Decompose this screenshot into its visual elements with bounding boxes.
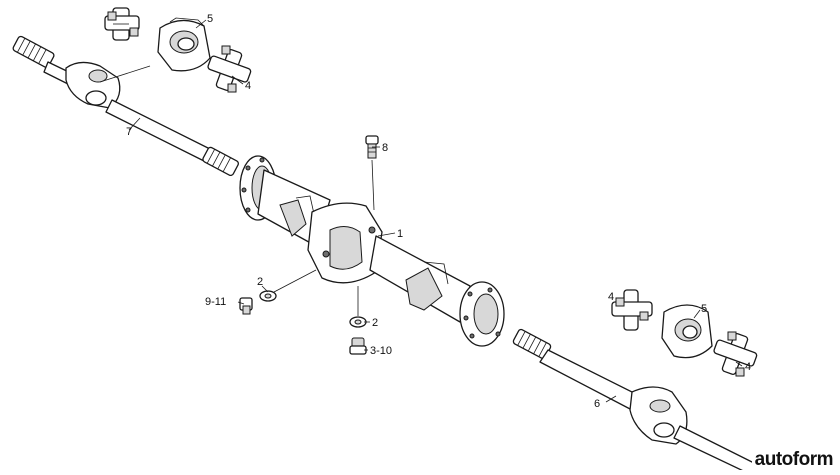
lower-washer bbox=[349, 316, 367, 328]
callout-axle-housing: 1 bbox=[397, 228, 403, 240]
callout-fill-plug: 9-11 bbox=[205, 296, 226, 308]
callout-drain-plug: 3-10 bbox=[370, 345, 392, 357]
watermark-logo: autoform bbox=[751, 450, 836, 470]
bottom-left-u-joint bbox=[611, 289, 653, 331]
breather-fitting bbox=[365, 135, 379, 159]
axle-housing bbox=[239, 155, 505, 347]
callout-yoke-top: 5 bbox=[207, 13, 213, 25]
callout-shaft-left: 7 bbox=[126, 126, 132, 138]
callout-washer-lower: 2 bbox=[372, 317, 378, 329]
bottom-u-joint bbox=[713, 331, 758, 377]
top-left-u-joint bbox=[104, 7, 140, 41]
callout-washer-upper: 2 bbox=[257, 276, 263, 288]
top-yoke bbox=[157, 17, 211, 72]
bottom-yoke bbox=[661, 304, 713, 359]
drain-plug bbox=[349, 337, 367, 355]
right-half-shaft bbox=[512, 328, 761, 475]
left-half-shaft bbox=[12, 35, 240, 177]
fill-plug bbox=[239, 297, 253, 315]
callout-breather: 8 bbox=[382, 142, 388, 154]
upper-washer bbox=[259, 290, 277, 302]
leader-lines bbox=[99, 19, 743, 403]
callout-yoke-bottom: 5 bbox=[701, 303, 707, 315]
callout-labels: 5 4 7 8 1 2 9-11 2 3-10 4 5 4 6 bbox=[126, 13, 751, 410]
callout-ujoint-bottom-left: 4 bbox=[608, 291, 614, 303]
callout-shaft-right: 6 bbox=[594, 398, 600, 410]
callout-ujoint-bottom: 4 bbox=[745, 361, 751, 373]
callout-ujoint-top: 4 bbox=[245, 80, 251, 92]
top-u-joint bbox=[207, 45, 252, 93]
